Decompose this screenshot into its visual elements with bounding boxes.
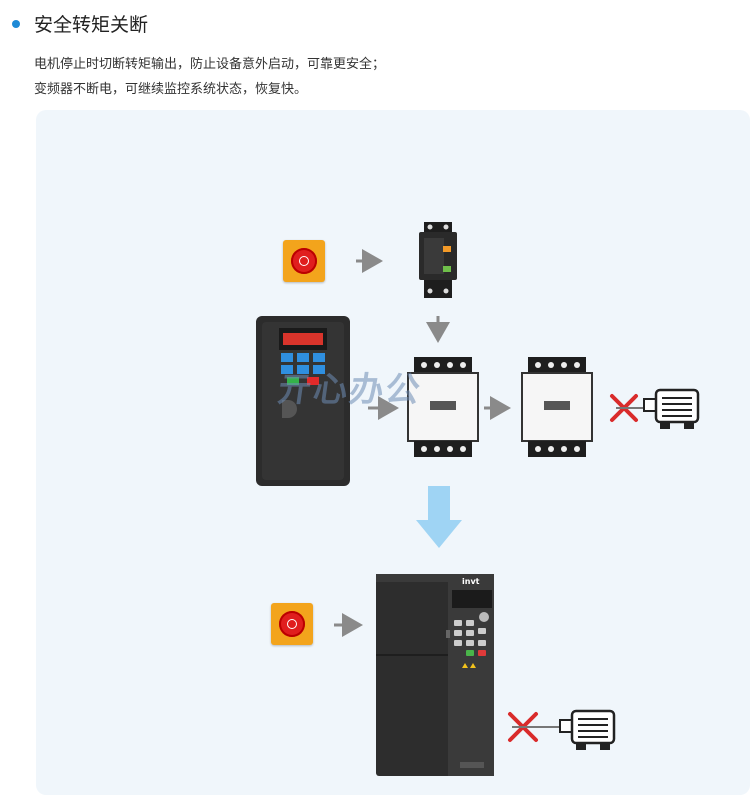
description-line-1: 电机停止时切断转矩输出，防止设备意外启动，可靠更安全；: [34, 57, 386, 72]
contactor-icon: [521, 357, 593, 457]
description-line-2: 变频器不断电，可继续监控系统状态，恢复快。: [34, 82, 308, 97]
cross-icon: [610, 394, 644, 422]
motor-icon: [559, 709, 616, 750]
inverter-icon: invt: [376, 574, 494, 776]
drive-brand: invt: [462, 577, 480, 586]
cross-icon: [508, 712, 560, 742]
down-arrow-icon: [416, 486, 462, 548]
watermark: 亓心办公: [274, 370, 425, 410]
inverter-icon: [256, 316, 350, 486]
emergency-stop-icon: [271, 603, 313, 645]
bullet-icon: [12, 20, 20, 28]
safety-relay-icon: [419, 222, 457, 298]
section-title: 安全转矩关断: [34, 14, 149, 36]
motor-icon: [643, 388, 700, 429]
contactor-icon: [407, 357, 479, 457]
emergency-stop-icon: [283, 240, 325, 282]
